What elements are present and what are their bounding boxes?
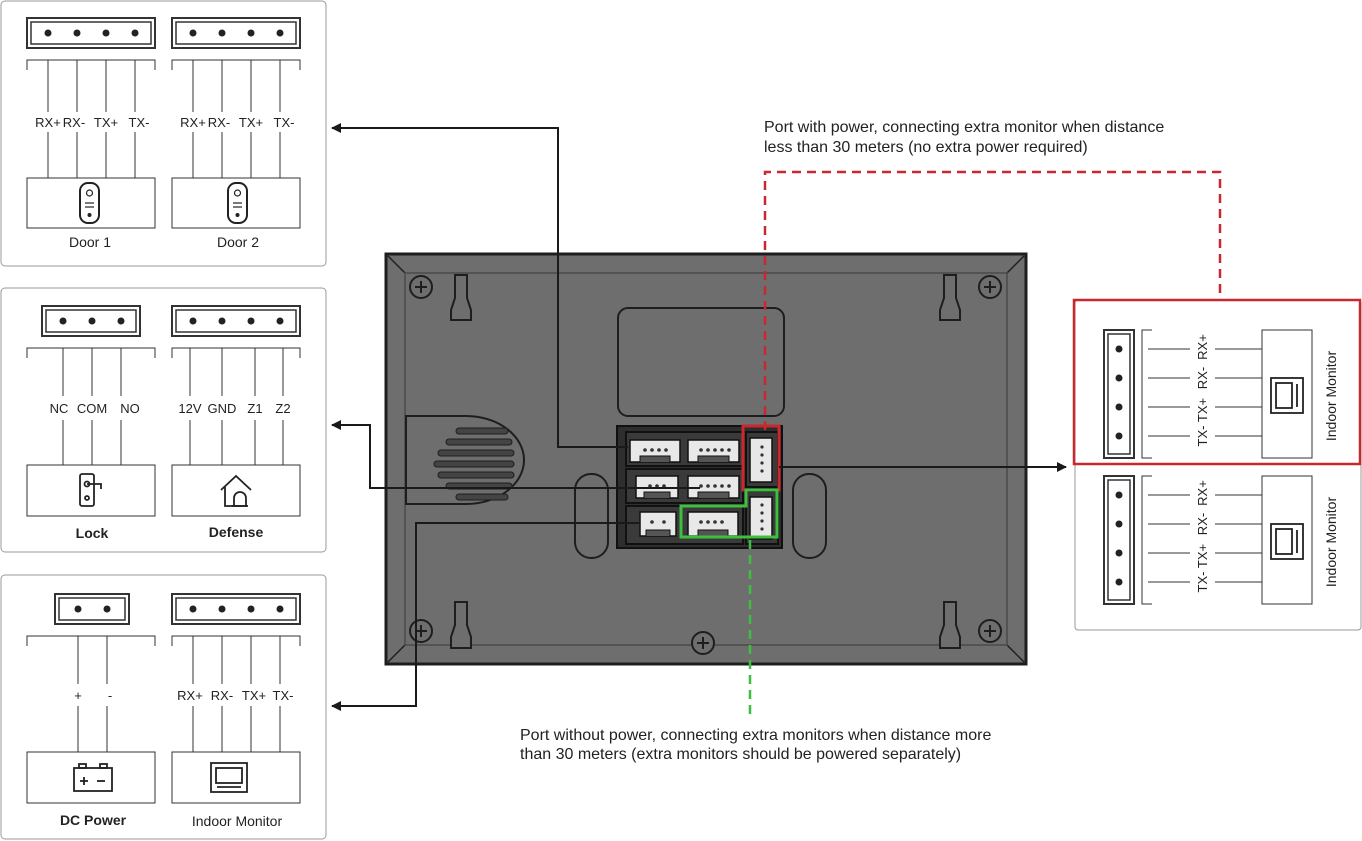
door1-pin-label: TX+ bbox=[94, 115, 118, 130]
power-monitor-panel: + - DC Power RX+ RX- TX+ TX- bbox=[0, 574, 327, 840]
powered-port-note: Port with power, connecting extra monito… bbox=[764, 119, 1164, 136]
power-connection-line bbox=[331, 522, 640, 711]
monitor-device-box bbox=[171, 751, 301, 804]
lock-terminal-block bbox=[41, 305, 141, 337]
defense-terminal-block bbox=[171, 305, 301, 337]
door-station-icon bbox=[79, 182, 100, 224]
lock-caption: Lock bbox=[76, 525, 109, 541]
door2-pin-label: TX+ bbox=[239, 115, 263, 130]
powered-monitor-highlight bbox=[1072, 298, 1362, 466]
extra-monitor-pin-label: RX- bbox=[1195, 367, 1210, 389]
screw-icon bbox=[978, 619, 1002, 643]
door-station-icon bbox=[227, 182, 248, 224]
powered-port-note: less than 30 meters (no extra power requ… bbox=[764, 139, 1088, 156]
door2-terminal-block bbox=[171, 17, 301, 49]
monitor-icon bbox=[1270, 377, 1304, 414]
vent-slot bbox=[574, 473, 609, 559]
mount-hook-icon bbox=[939, 274, 961, 321]
mount-hook-icon bbox=[939, 601, 961, 649]
connector-socket bbox=[629, 439, 681, 463]
defense-caption: Defense bbox=[209, 524, 264, 540]
door1-pin-label: RX- bbox=[63, 115, 85, 130]
door-lock-icon bbox=[79, 473, 102, 507]
lock-pin-label: NO bbox=[120, 401, 140, 416]
mount-hook-icon bbox=[450, 601, 472, 649]
connector-socket bbox=[745, 431, 779, 488]
defense-device-box bbox=[171, 464, 301, 517]
connector-socket bbox=[745, 490, 779, 545]
screw-icon bbox=[409, 275, 433, 299]
extra-monitor-unit: RX+ RX- TX+ TX- Indoor Monitor bbox=[1103, 475, 1339, 605]
defense-pin-label: GND bbox=[208, 401, 237, 416]
extra-monitor-pin-label: RX+ bbox=[1195, 480, 1210, 506]
defense-pin-label: Z2 bbox=[275, 401, 290, 416]
lock-defense-connection-line bbox=[331, 420, 700, 489]
extra-monitor-caption: Indoor Monitor bbox=[1323, 351, 1339, 442]
monitor-icon bbox=[1270, 523, 1304, 560]
extra-monitors-panel: RX+ RX- TX+ TX- Indoor Monitor bbox=[1072, 298, 1362, 631]
door2-pin-label: RX- bbox=[208, 115, 230, 130]
door1-pin-label: RX+ bbox=[35, 115, 61, 130]
home-alarm-icon bbox=[220, 474, 252, 507]
doors-panel: RX+ RX- TX+ TX- Door 1 RX+ RX- TX bbox=[0, 0, 327, 267]
monitor-pin-label: RX- bbox=[211, 688, 233, 703]
extra-monitor-caption: Indoor Monitor bbox=[1323, 497, 1339, 588]
extra-monitor-pin-label: TX+ bbox=[1195, 544, 1210, 568]
monitor-pin-label: RX+ bbox=[177, 688, 203, 703]
door-connection-line bbox=[331, 123, 628, 448]
power-caption: DC Power bbox=[60, 812, 127, 828]
extra-monitor-pin-label: RX+ bbox=[1195, 334, 1210, 360]
speaker-grille bbox=[405, 415, 525, 505]
unpowered-port-highlight bbox=[679, 488, 779, 539]
door2-pin-label: RX+ bbox=[180, 115, 206, 130]
connector-socket bbox=[639, 511, 677, 537]
power-pin-label: - bbox=[108, 688, 112, 703]
door1-caption: Door 1 bbox=[69, 234, 111, 250]
lock-pin-label: COM bbox=[77, 401, 107, 416]
lock-defense-panel: NC COM NO Lock 12V GND Z1 Z2 bbox=[0, 287, 327, 553]
monitor-pin-label: TX+ bbox=[242, 688, 266, 703]
power-terminal-block bbox=[54, 593, 130, 625]
lock-pin-label: NC bbox=[50, 401, 69, 416]
extra-monitor-unit: RX+ RX- TX+ TX- Indoor Monitor bbox=[1103, 329, 1339, 459]
screw-icon bbox=[691, 631, 715, 655]
power-pin-label: + bbox=[74, 688, 82, 703]
label-recess bbox=[617, 307, 785, 417]
powered-port-guide-line bbox=[763, 170, 1222, 430]
monitor-icon bbox=[210, 762, 248, 793]
lock-device-box bbox=[26, 464, 156, 517]
unpowered-port-note: than 30 meters (extra monitors should be… bbox=[520, 746, 961, 763]
mount-hook-icon bbox=[450, 274, 472, 321]
monitor-pin-label: TX- bbox=[273, 688, 294, 703]
monitor-back-panel bbox=[384, 252, 1028, 666]
wiring-lines bbox=[331, 123, 1067, 711]
defense-pin-label: 12V bbox=[178, 401, 201, 416]
door2-pin-label: TX- bbox=[274, 115, 295, 130]
monitor-caption: Indoor Monitor bbox=[192, 813, 283, 829]
vent-slot bbox=[792, 473, 827, 559]
door1-terminal-block bbox=[26, 17, 156, 49]
connector-socket bbox=[687, 511, 739, 537]
door2-caption: Door 2 bbox=[217, 234, 259, 250]
door1-pin-label: TX- bbox=[129, 115, 150, 130]
battery-icon bbox=[73, 763, 113, 792]
screw-icon bbox=[978, 275, 1002, 299]
extra-monitor-pin-label: TX- bbox=[1195, 572, 1210, 593]
extra-monitor-pin-label: TX- bbox=[1195, 426, 1210, 447]
defense-pin-label: Z1 bbox=[247, 401, 262, 416]
power-device-box bbox=[26, 751, 156, 804]
screw-icon bbox=[409, 619, 433, 643]
unpowered-port-note: Port without power, connecting extra mon… bbox=[520, 727, 991, 744]
connector-socket bbox=[687, 439, 740, 463]
extra-monitor-pin-label: TX+ bbox=[1195, 398, 1210, 422]
monitor-terminal-block bbox=[171, 593, 301, 625]
extra-monitor-pin-label: RX- bbox=[1195, 513, 1210, 535]
